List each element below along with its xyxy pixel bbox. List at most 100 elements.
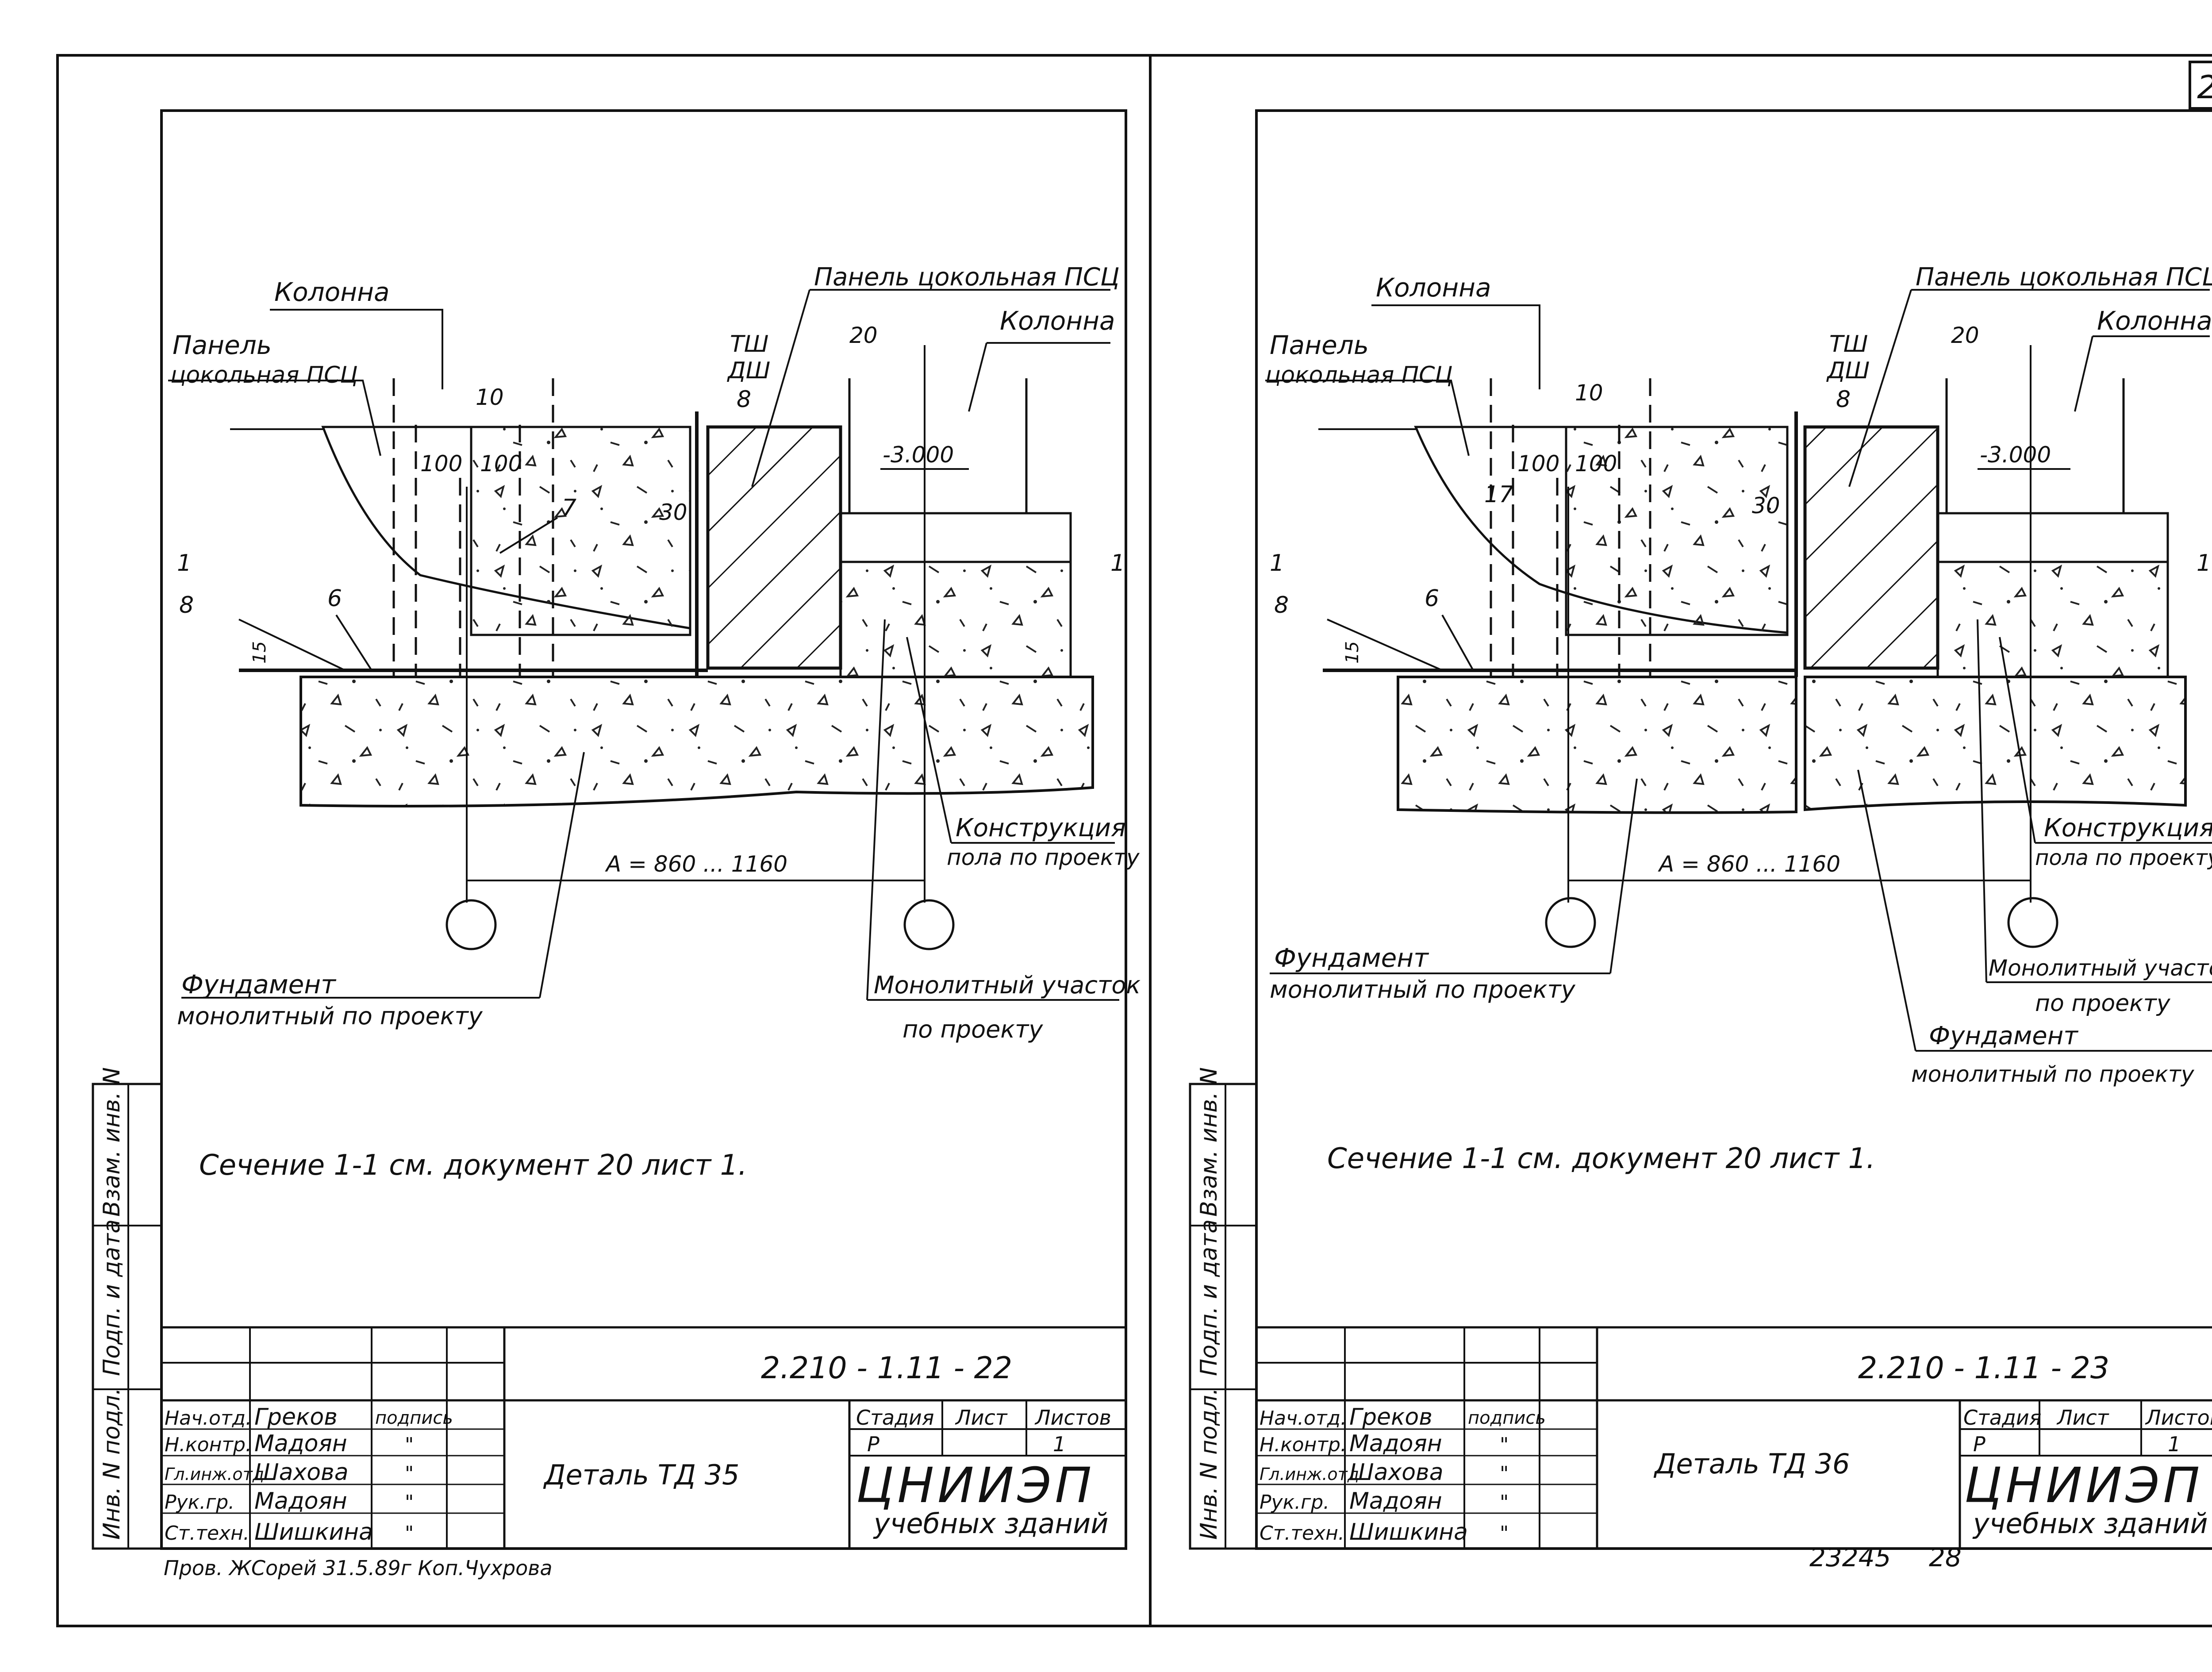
role-2: Гл.инж.отд xyxy=(165,1464,264,1484)
label-fund-2: монолитный по проекту xyxy=(177,1002,483,1030)
left-inner-frame xyxy=(160,109,1127,1550)
label-panel: Панель xyxy=(173,330,272,360)
name-1: Мадоян xyxy=(254,1430,347,1457)
stamp-inv: Инв. N подл. xyxy=(99,1388,125,1540)
foundation-slab-left-r xyxy=(1397,676,1797,814)
role-3-r: Рук.гр. xyxy=(1260,1491,1329,1514)
label-mono-2: по проекту xyxy=(902,1015,1043,1043)
label-konstr: Конструкция xyxy=(956,814,1126,842)
name-4: Шишкина xyxy=(254,1519,373,1545)
name-3-r: Мадоян xyxy=(1349,1488,1442,1514)
foundation-slab-right-r xyxy=(1804,676,2187,811)
stamp-sign-r: Подп. и дата xyxy=(1196,1219,1222,1376)
title-block-left xyxy=(161,1326,1126,1549)
sheets-header: Листов xyxy=(1034,1406,1111,1430)
label-konstr-2: пола по проекту xyxy=(947,845,1140,870)
sign-3: " xyxy=(405,1522,414,1545)
plinth-panel xyxy=(706,425,842,670)
org-name-right: ЦНИИЭП xyxy=(1964,1457,2203,1514)
role-3: Рук.гр. xyxy=(165,1491,234,1514)
dim-100a-r: 100 xyxy=(1517,451,1559,477)
axis-circle-left xyxy=(445,899,497,950)
label-panel-psc-right-r: Панель цокольная ПСЦ xyxy=(1916,263,2212,292)
right-sheet: Инв. N подл. Подп. и дата Взам. инв. N xyxy=(1189,109,2212,1572)
axis-circle-right xyxy=(903,899,955,950)
label-8-top-r: 8 xyxy=(1836,386,1851,413)
section-mark-left: 1 xyxy=(177,550,192,577)
sheets-header-r: Листов xyxy=(2145,1406,2212,1430)
label-8-left-r: 8 xyxy=(1274,592,1289,619)
signature-footnote: Пров. ЖСорей 31.5.89г Коп.Чухрова xyxy=(164,1556,553,1580)
label-kolonna-right: Колонна xyxy=(1000,306,1115,336)
label-8-top: 8 xyxy=(737,386,751,413)
detail-title-right: Деталь ТД 36 xyxy=(1653,1448,1850,1480)
dim-a-r: А = 860 ... 1160 xyxy=(1658,851,1840,877)
dim-15: 15 xyxy=(250,641,270,664)
floor-structure-r xyxy=(1936,512,2169,563)
mark-3000-r: -3.000 xyxy=(1980,442,2051,468)
stamp-replace: Взам. инв. N xyxy=(99,1067,125,1217)
page-number: 27 xyxy=(2197,69,2212,106)
dim-10-r: 10 xyxy=(1575,380,1603,406)
role-4: Ст.техн. xyxy=(165,1522,250,1545)
label-17: 17 xyxy=(1484,481,1513,508)
label-fund-2-r: монолитный по проекту xyxy=(1270,976,1576,1003)
axis-circle-left-r xyxy=(1545,897,1596,948)
dim-10: 10 xyxy=(476,384,504,410)
dim-100b: 100 xyxy=(480,451,522,477)
label-panel-psc: цокольная ПСЦ xyxy=(170,362,358,388)
concrete-fill-left xyxy=(470,426,691,636)
right-inner-frame xyxy=(1255,109,2212,1550)
title-block-right xyxy=(1256,1326,2212,1549)
label-dsh-r: ДШ xyxy=(1826,357,1870,384)
sign-0-r: " xyxy=(1500,1434,1509,1456)
sign-header-r: подпись xyxy=(1468,1408,1546,1428)
sign-1-r: " xyxy=(1500,1462,1509,1485)
foundation-slab xyxy=(300,676,1094,807)
dim-15-r: 15 xyxy=(1342,641,1363,664)
name-0: Греков xyxy=(254,1404,338,1430)
doc-code-right: 2.210 - 1.11 - 23 xyxy=(1858,1351,2109,1386)
sheet-header: Лист xyxy=(955,1406,1008,1430)
dim-a: А = 860 ... 1160 xyxy=(605,851,787,877)
axis-circle-right-r xyxy=(2007,897,2058,948)
org-name-left: ЦНИИЭП xyxy=(856,1457,1095,1514)
monolithic-section-r xyxy=(1936,561,2169,678)
label-tsh: ТШ xyxy=(730,331,768,357)
label-6-r: 6 xyxy=(1425,585,1439,612)
label-tsh-r: ТШ xyxy=(1829,331,1868,357)
label-mono-r: Монолитный участок xyxy=(1989,955,2212,981)
name-2: Шахова xyxy=(254,1459,349,1486)
sign-0: " xyxy=(405,1434,414,1456)
sheet-header-r: Лист xyxy=(2056,1406,2109,1430)
sign-header: подпись xyxy=(375,1408,453,1428)
section-mark-right-r: 1 xyxy=(2197,550,2211,577)
floor-structure xyxy=(839,512,1072,563)
sign-2: " xyxy=(405,1491,414,1514)
stage-value: Р xyxy=(867,1432,879,1456)
label-konstr-r: Конструкция xyxy=(2044,814,2212,842)
section-mark-right: 1 xyxy=(1110,550,1125,577)
name-1-r: Мадоян xyxy=(1349,1430,1442,1457)
section-mark-left-r: 1 xyxy=(1270,550,1284,577)
dim-100b-r: 100 xyxy=(1575,451,1617,477)
stage-value-r: Р xyxy=(1973,1432,1985,1456)
label-fund: Фундамент xyxy=(181,969,337,999)
label-7: 7 xyxy=(562,495,576,521)
label-kolonna-right-r: Колонна xyxy=(2097,306,2212,336)
name-4-r: Шишкина xyxy=(1349,1519,1468,1545)
label-mono: Монолитный участок xyxy=(874,971,1141,999)
page-number-box xyxy=(2189,61,2212,110)
label-panel-psc-right: Панель цокольная ПСЦ xyxy=(814,263,1119,292)
role-1: Н.контр. xyxy=(165,1434,252,1456)
sign-2-r: " xyxy=(1500,1491,1509,1514)
sheet-value-r: 1 xyxy=(2168,1432,2181,1456)
name-3: Мадоян xyxy=(254,1488,347,1514)
name-2-r: Шахова xyxy=(1349,1459,1444,1486)
footer-num-1: 23245 xyxy=(1809,1542,1891,1572)
section-note: Сечение 1-1 см. документ 20 лист 1. xyxy=(199,1149,747,1182)
label-6: 6 xyxy=(327,585,342,612)
stamp-inv-r: Инв. N подл. xyxy=(1196,1388,1222,1540)
section-note-r: Сечение 1-1 см. документ 20 лист 1. xyxy=(1327,1142,1875,1175)
